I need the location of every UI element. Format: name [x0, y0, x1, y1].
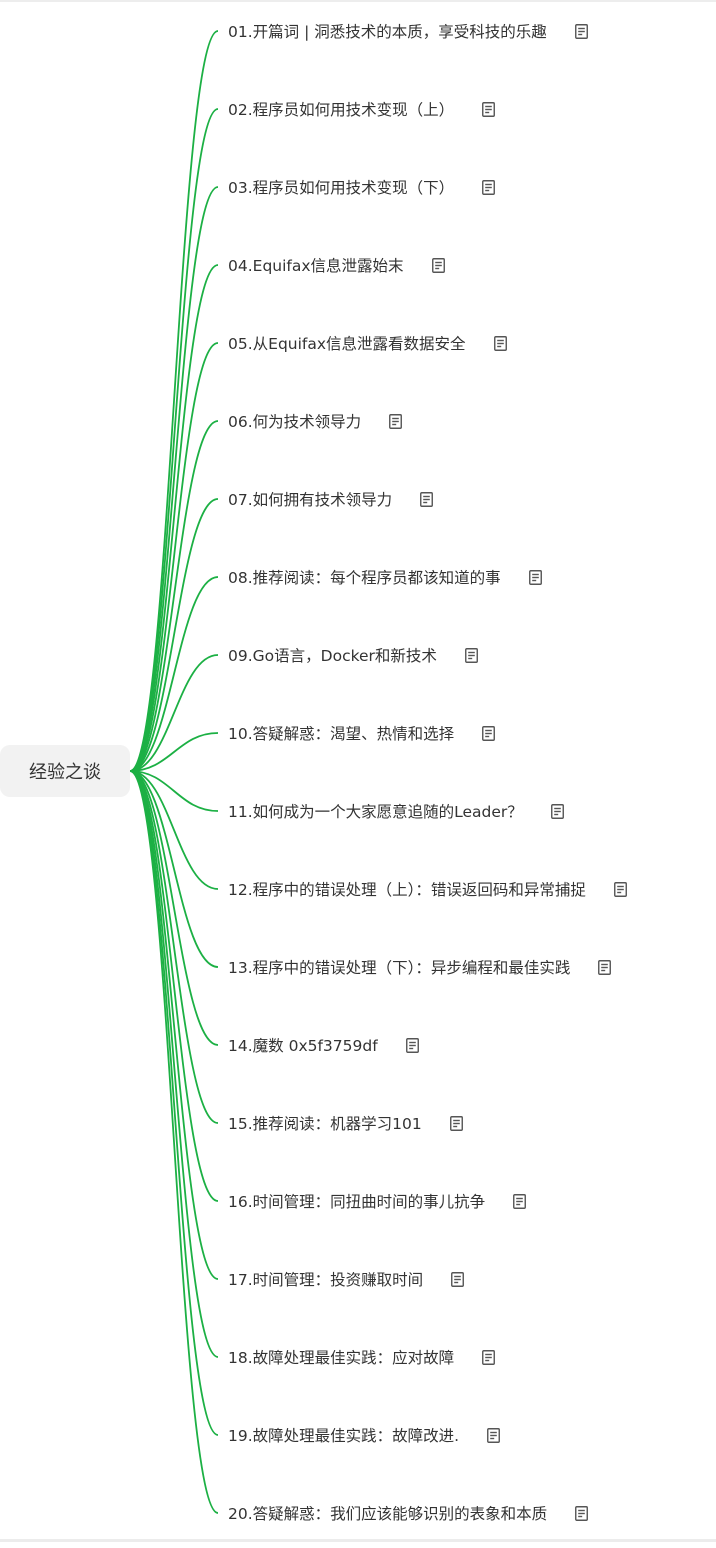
- topic-label: 20.答疑解惑：我们应该能够识别的表象和本质: [228, 1505, 548, 1523]
- topic-node[interactable]: 15.推荐阅读：机器学习101: [228, 1110, 463, 1136]
- branch-connector: [129, 770, 219, 1514]
- top-divider: [0, 0, 716, 2]
- branch-connector: [129, 498, 219, 772]
- topic-node[interactable]: 09.Go语言，Docker和新技术: [228, 642, 478, 668]
- topic-node[interactable]: 14.魔数 0x5f3759df: [228, 1032, 419, 1058]
- branch-connector: [129, 732, 219, 772]
- branch-connector: [129, 654, 219, 772]
- topic-label: 01.开篇词 | 洞悉技术的本质，享受科技的乐趣: [228, 23, 547, 41]
- root-node-label: 经验之谈: [29, 762, 101, 783]
- topic-node[interactable]: 17.时间管理：投资赚取时间: [228, 1266, 465, 1292]
- note-icon[interactable]: [575, 1505, 589, 1521]
- topic-node[interactable]: 06.何为技术领导力: [228, 408, 403, 434]
- branch-connector: [129, 770, 219, 1358]
- note-icon[interactable]: [482, 725, 496, 741]
- branch-connector: [129, 770, 219, 1202]
- note-icon[interactable]: [451, 1271, 465, 1287]
- topic-node[interactable]: 13.程序中的错误处理（下）：异步编程和最佳实践: [228, 954, 612, 980]
- note-icon[interactable]: [482, 179, 496, 195]
- note-icon[interactable]: [493, 335, 507, 351]
- note-icon[interactable]: [598, 959, 612, 975]
- topic-label: 07.如何拥有技术领导力: [228, 491, 393, 509]
- note-icon[interactable]: [482, 1349, 496, 1365]
- topic-node[interactable]: 18.故障处理最佳实践：应对故障: [228, 1344, 496, 1370]
- topic-label: 08.推荐阅读：每个程序员都该知道的事: [228, 569, 501, 587]
- topic-node[interactable]: 01.开篇词 | 洞悉技术的本质，享受科技的乐趣: [228, 18, 588, 44]
- branch-connector: [129, 186, 219, 772]
- branch-connector: [129, 770, 219, 1046]
- topic-node[interactable]: 07.如何拥有技术领导力: [228, 486, 434, 512]
- root-node[interactable]: 经验之谈: [0, 745, 130, 797]
- topic-node[interactable]: 04.Equifax信息泄露始末: [228, 252, 445, 278]
- topic-label: 15.推荐阅读：机器学习101: [228, 1115, 422, 1133]
- topic-label: 09.Go语言，Docker和新技术: [228, 647, 437, 665]
- topic-label: 10.答疑解惑：渴望、热情和选择: [228, 725, 455, 743]
- branch-connector: [129, 770, 219, 968]
- topic-label: 14.魔数 0x5f3759df: [228, 1037, 378, 1055]
- branch-connector: [129, 770, 219, 1436]
- topic-node[interactable]: 08.推荐阅读：每个程序员都该知道的事: [228, 564, 542, 590]
- note-icon[interactable]: [528, 569, 542, 585]
- topic-label: 17.时间管理：投资赚取时间: [228, 1271, 424, 1289]
- note-icon[interactable]: [513, 1193, 527, 1209]
- branch-connector: [129, 770, 219, 1280]
- note-icon[interactable]: [420, 491, 434, 507]
- note-icon[interactable]: [389, 413, 403, 429]
- note-icon[interactable]: [464, 647, 478, 663]
- branch-connector: [129, 770, 219, 890]
- topic-label: 03.程序员如何用技术变现（下）: [228, 179, 455, 197]
- topic-label: 11.如何成为一个大家愿意追随的Leader？: [228, 803, 523, 821]
- note-icon[interactable]: [405, 1037, 419, 1053]
- note-icon[interactable]: [613, 881, 627, 897]
- branch-connector: [129, 770, 219, 812]
- topic-label: 13.程序中的错误处理（下）：异步编程和最佳实践: [228, 959, 571, 977]
- branch-connector: [129, 264, 219, 772]
- bottom-divider: [0, 1539, 716, 1542]
- topic-node[interactable]: 16.时间管理：同扭曲时间的事儿抗争: [228, 1188, 527, 1214]
- topic-label: 04.Equifax信息泄露始末: [228, 257, 404, 275]
- topic-node[interactable]: 10.答疑解惑：渴望、热情和选择: [228, 720, 496, 746]
- topic-node[interactable]: 03.程序员如何用技术变现（下）: [228, 174, 496, 200]
- topic-node[interactable]: 02.程序员如何用技术变现（上）: [228, 96, 496, 122]
- note-icon[interactable]: [574, 23, 588, 39]
- topic-label: 18.故障处理最佳实践：应对故障: [228, 1349, 455, 1367]
- topic-node[interactable]: 19.故障处理最佳实践：故障改进.: [228, 1422, 501, 1448]
- branch-connector: [129, 576, 219, 772]
- topic-label: 12.程序中的错误处理（上）：错误返回码和异常捕捉: [228, 881, 586, 899]
- topic-node[interactable]: 12.程序中的错误处理（上）：错误返回码和异常捕捉: [228, 876, 627, 902]
- topic-label: 02.程序员如何用技术变现（上）: [228, 101, 455, 119]
- note-icon[interactable]: [487, 1427, 501, 1443]
- topic-node[interactable]: 20.答疑解惑：我们应该能够识别的表象和本质: [228, 1500, 589, 1526]
- branch-connector: [129, 108, 219, 772]
- note-icon[interactable]: [431, 257, 445, 273]
- branch-connector: [129, 420, 219, 772]
- branch-connector: [129, 770, 219, 1124]
- topic-node[interactable]: 11.如何成为一个大家愿意追随的Leader？: [228, 798, 564, 824]
- branch-connector: [129, 342, 219, 772]
- topic-label: 05.从Equifax信息泄露看数据安全: [228, 335, 466, 353]
- topic-node[interactable]: 05.从Equifax信息泄露看数据安全: [228, 330, 507, 356]
- topic-label: 06.何为技术领导力: [228, 413, 362, 431]
- note-icon[interactable]: [550, 803, 564, 819]
- note-icon[interactable]: [482, 101, 496, 117]
- topic-label: 16.时间管理：同扭曲时间的事儿抗争: [228, 1193, 486, 1211]
- note-icon[interactable]: [449, 1115, 463, 1131]
- topic-label: 19.故障处理最佳实践：故障改进.: [228, 1427, 460, 1445]
